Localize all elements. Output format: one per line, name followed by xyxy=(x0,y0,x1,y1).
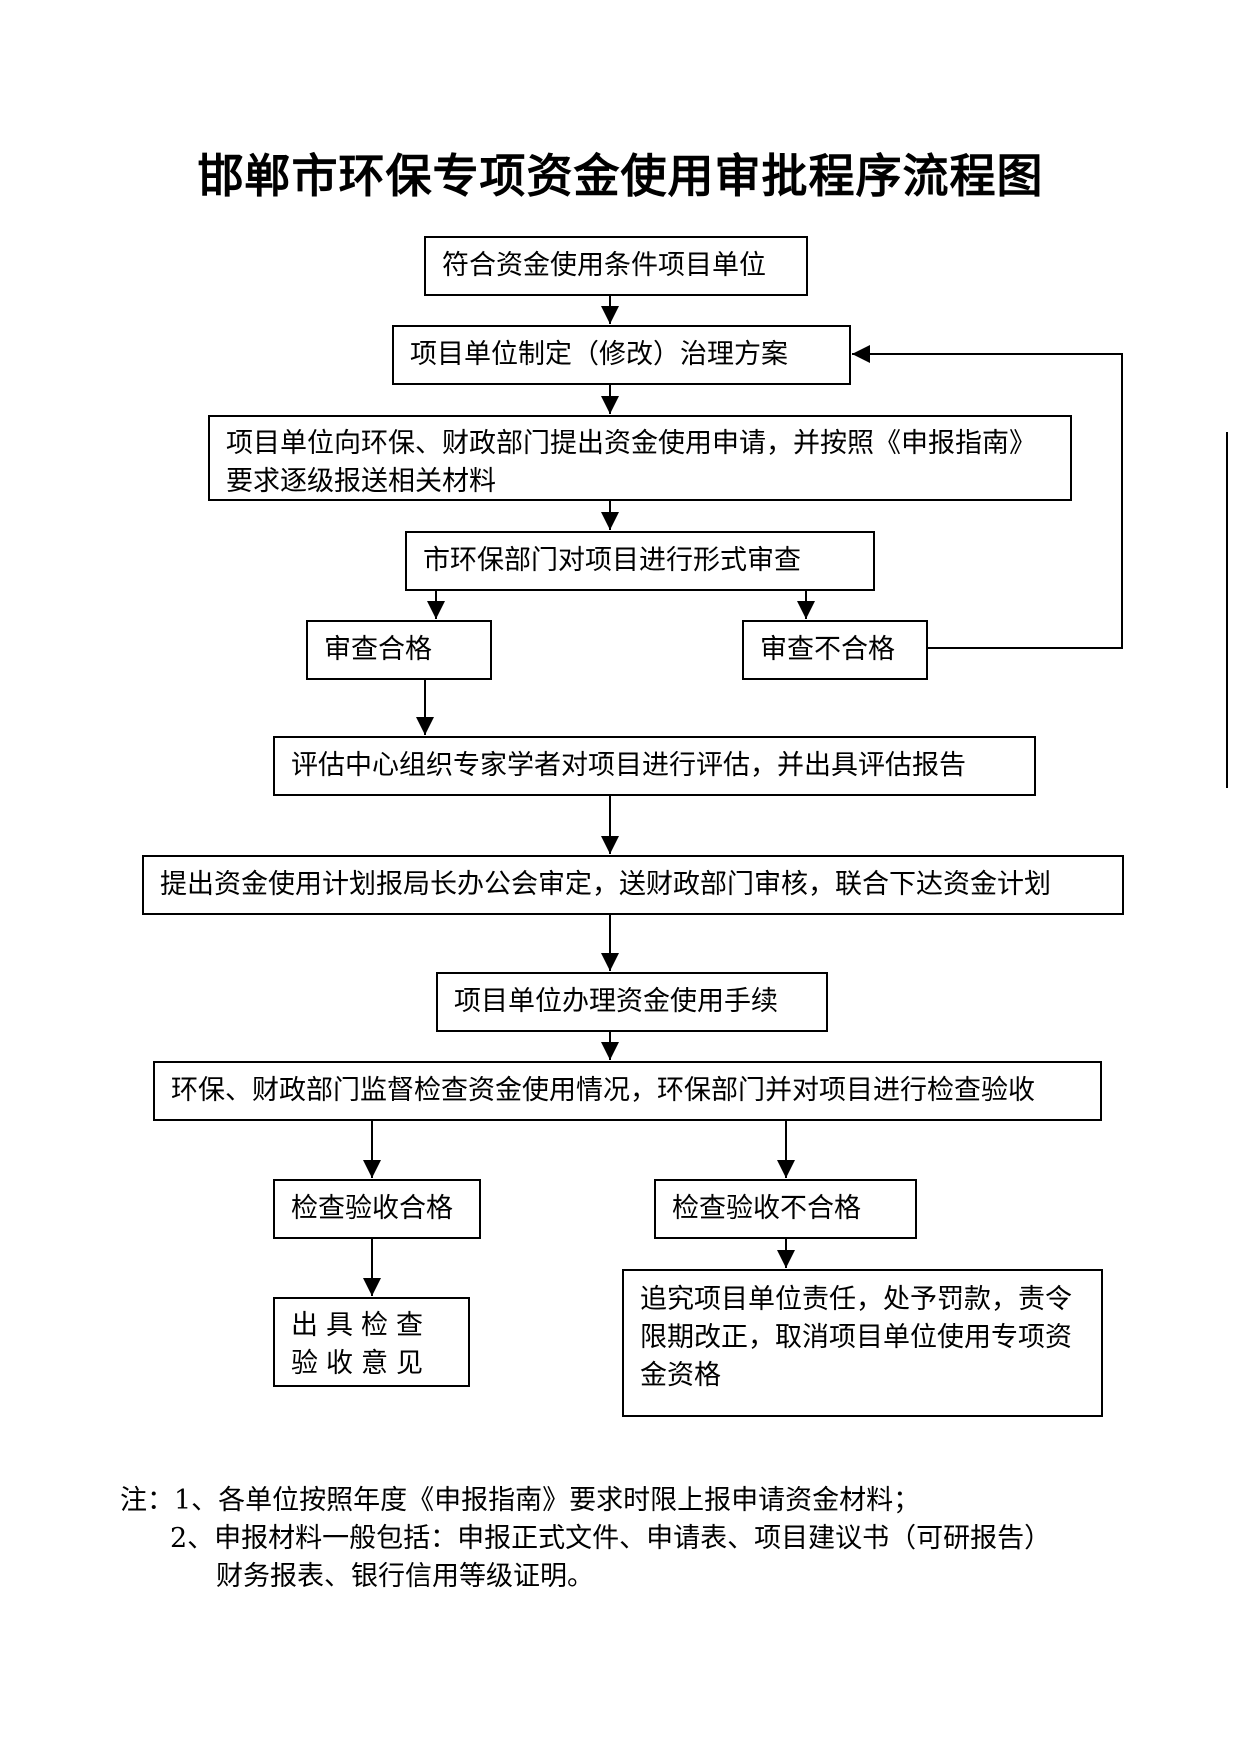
node-label: 追究项目单位责任，处予罚款，责令限期改正，取消项目单位使用专项资金资格 xyxy=(640,1284,1072,1391)
node-review-pass: 审查合格 xyxy=(306,620,492,680)
node-label: 审查不合格 xyxy=(760,634,895,665)
node-label: 评估中心组织专家学者对项目进行评估，并出具评估报告 xyxy=(291,750,966,781)
node-fund-procedures: 项目单位办理资金使用手续 xyxy=(436,972,828,1032)
node-submit-application: 项目单位向环保、财政部门提出资金使用申请，并按照《申报指南》要求逐级报送相关材料 xyxy=(208,415,1072,501)
node-acceptance-fail: 检查验收不合格 xyxy=(654,1179,917,1239)
node-label: 检查验收合格 xyxy=(291,1193,453,1224)
node-fund-plan: 提出资金使用计划报局长办公会审定，送财政部门审核，联合下达资金计划 xyxy=(142,855,1124,915)
node-label: 环保、财政部门监督检查资金使用情况，环保部门并对项目进行检查验收 xyxy=(171,1075,1035,1106)
node-issue-opinion: 出具检查验收意见 xyxy=(273,1297,470,1387)
node-acceptance-pass: 检查验收合格 xyxy=(273,1179,481,1239)
node-supervision-inspection: 环保、财政部门监督检查资金使用情况，环保部门并对项目进行检查验收 xyxy=(153,1061,1102,1121)
note-line-2: 2、申报材料一般包括：申报正式文件、申请表、项目建议书（可研报告） xyxy=(170,1523,1052,1554)
node-label: 检查验收不合格 xyxy=(672,1193,861,1224)
node-formal-review: 市环保部门对项目进行形式审查 xyxy=(405,531,875,591)
arrow-n6-n2-feedback xyxy=(852,345,1123,649)
node-label: 市环保部门对项目进行形式审查 xyxy=(423,545,801,576)
node-label: 提出资金使用计划报局长办公会审定，送财政部门审核，联合下达资金计划 xyxy=(160,869,1051,900)
page-title: 邯郸市环保专项资金使用审批程序流程图 xyxy=(197,149,1044,203)
node-label: 项目单位向环保、财政部门提出资金使用申请，并按照《申报指南》要求逐级报送相关材料 xyxy=(226,428,1036,497)
node-review-fail: 审查不合格 xyxy=(742,620,928,680)
node-label: 符合资金使用条件项目单位 xyxy=(442,250,766,281)
edge-rule xyxy=(1226,432,1228,788)
node-eligible-unit: 符合资金使用条件项目单位 xyxy=(424,236,808,296)
notes-section: 注：1、各单位按照年度《申报指南》要求时限上报申请资金材料； 2、申报材料一般包… xyxy=(120,1482,1200,1596)
note-line-3: 财务报表、银行信用等级证明。 xyxy=(216,1561,594,1592)
node-label: 审查合格 xyxy=(324,634,432,665)
node-accountability: 追究项目单位责任，处予罚款，责令限期改正，取消项目单位使用专项资金资格 xyxy=(622,1269,1103,1417)
note-line-1: 注：1、各单位按照年度《申报指南》要求时限上报申请资金材料； xyxy=(120,1485,921,1516)
node-expert-evaluation: 评估中心组织专家学者对项目进行评估，并出具评估报告 xyxy=(273,736,1036,796)
node-make-plan: 项目单位制定（修改）治理方案 xyxy=(392,325,851,385)
node-label: 项目单位制定（修改）治理方案 xyxy=(410,339,788,370)
node-label: 出具检查验收意见 xyxy=(291,1310,431,1379)
node-label: 项目单位办理资金使用手续 xyxy=(454,986,778,1017)
